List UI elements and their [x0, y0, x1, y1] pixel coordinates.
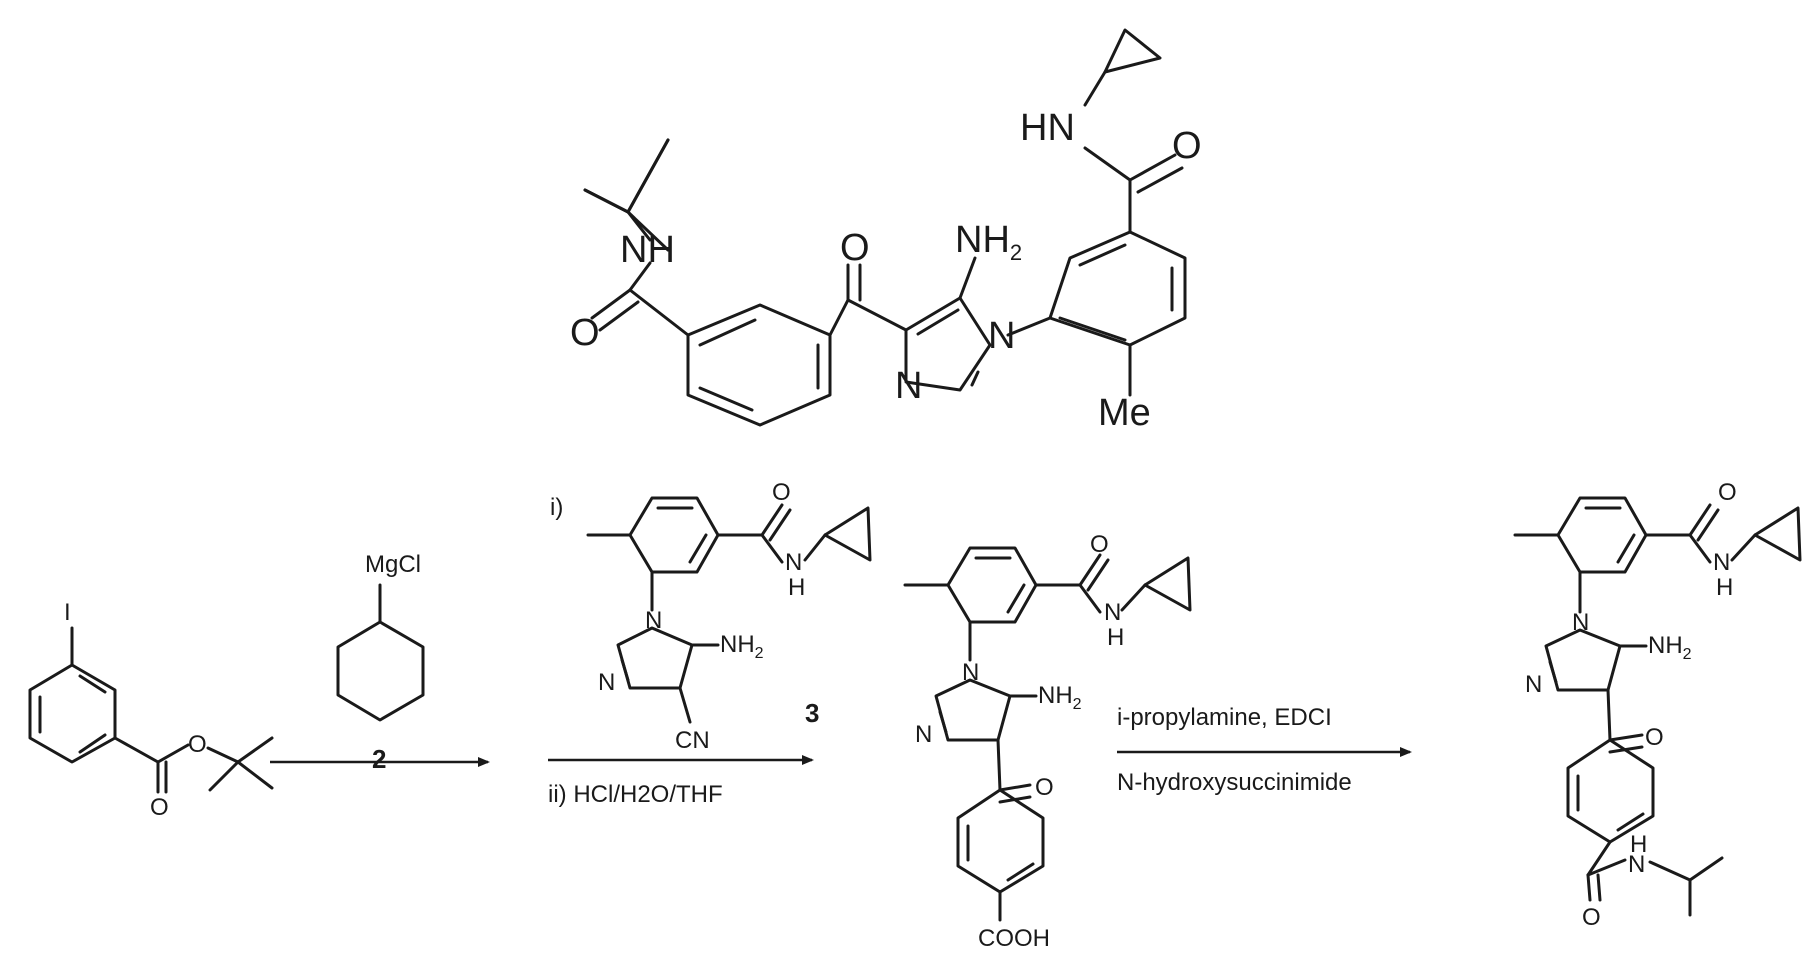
intermediate-amide-n: N: [1104, 599, 1121, 626]
product-bonds: [1515, 498, 1800, 915]
reagent2-bonds: [338, 585, 423, 720]
reagent-3-aminoimidazole: i) O N H N N NH2 CN 3: [550, 479, 870, 754]
target-nh2: NH2: [955, 219, 1022, 265]
reagent3-imidazole-n3: N: [598, 669, 615, 696]
step1-conditions-below: ii) HCl/H2O/THF: [548, 781, 723, 808]
target-hn-right: HN: [1020, 107, 1075, 149]
product-amide-o-bottom: O: [1582, 904, 1601, 931]
product-amide-h-top: H: [1716, 574, 1733, 601]
intermediate-nh2: NH2: [1038, 682, 1082, 713]
target-amide-o-left: O: [570, 312, 600, 354]
intermediate-imidazole-n3: N: [915, 721, 932, 748]
intermediate-bonds: [905, 548, 1190, 920]
target-nh-left: NH: [620, 229, 675, 271]
intermediate-imidazole-n1: N: [962, 659, 979, 686]
reagent2-mgcl: MgCl: [365, 551, 421, 578]
intermediate-amide-h: H: [1107, 624, 1124, 651]
reagent3-imidazole-n1: N: [645, 607, 662, 634]
product-amide-n-top: N: [1713, 549, 1730, 576]
target-amide-o-right: O: [1172, 125, 1202, 167]
starting-material-iodobenzoate: I O O: [30, 599, 272, 821]
product-amide-o-top: O: [1718, 479, 1737, 506]
reagent2-number: 2: [372, 744, 386, 774]
intermediate-cooh: COOH: [978, 925, 1050, 952]
target-imidazole-n1: N: [988, 315, 1015, 357]
step2-conditions-above: i-propylamine, EDCI: [1117, 704, 1332, 731]
reagent-cyclohexylmagnesium-chloride: MgCl 2: [338, 551, 423, 774]
target-methyl: Me: [1098, 392, 1151, 434]
target-molecule: O NH O NH2 N N HN O Me: [570, 30, 1202, 434]
step2-conditions-below: N-hydroxysuccinimide: [1117, 769, 1352, 796]
sm1-carbonyl-o: O: [150, 794, 169, 821]
target-ketone-o: O: [840, 227, 870, 269]
sm1-iodo: I: [64, 599, 71, 626]
product-nh2: NH2: [1648, 632, 1692, 663]
reagent3-number: 3: [805, 698, 819, 728]
target-imidazole-n3: N: [895, 365, 922, 407]
intermediate-amide-o: O: [1090, 531, 1109, 558]
sm1-ester-o: O: [188, 731, 207, 758]
product-imidazole-n1: N: [1572, 609, 1589, 636]
reagent3-carbonyl-o: O: [772, 479, 791, 506]
product-ketone-o: O: [1645, 724, 1664, 751]
reagent3-amide-n: N: [785, 549, 802, 576]
target-bonds: [585, 30, 1185, 425]
reagent3-nh2: NH2: [720, 631, 764, 662]
reagent3-amide-h: H: [788, 574, 805, 601]
product-amide-n-bottom: N: [1628, 851, 1645, 878]
product-molecule: O N H N N NH2 O H N O: [1515, 479, 1800, 931]
reagent3-nitrile: CN: [675, 727, 710, 754]
product-imidazole-n3: N: [1525, 671, 1542, 698]
reagent3-bonds: [588, 498, 870, 722]
intermediate-ketone-o: O: [1035, 774, 1054, 801]
sm1-bonds: [30, 628, 272, 792]
step-i-label: i): [550, 494, 563, 521]
intermediate-acid: O N H N N NH2 O COOH: [905, 531, 1190, 952]
